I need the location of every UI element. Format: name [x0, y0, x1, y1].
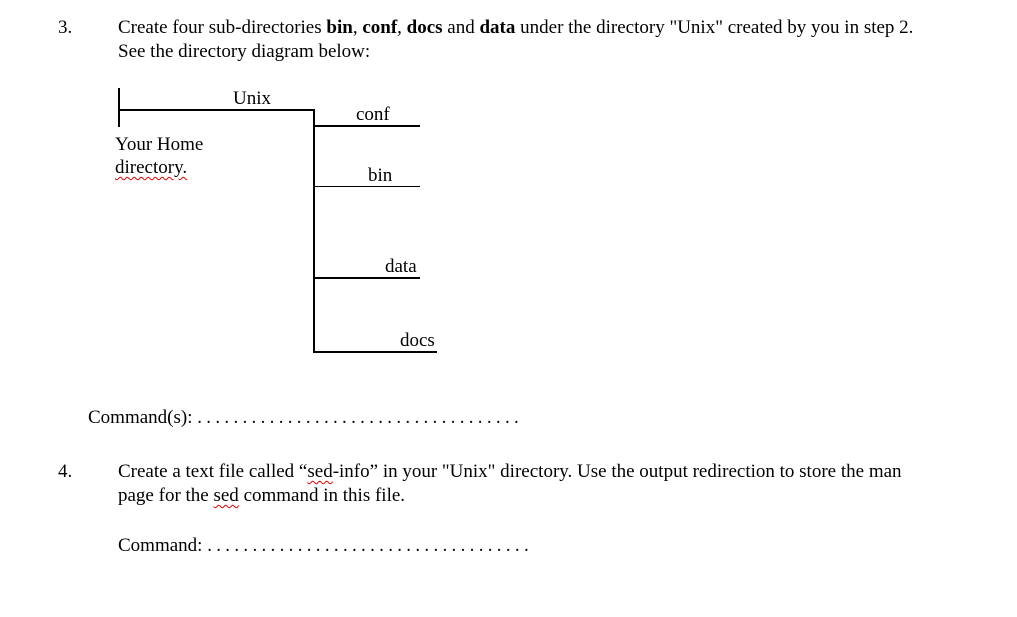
- bold-conf: conf: [362, 17, 398, 38]
- item-4-line-1: Create a text file called “sed-info” in …: [118, 460, 902, 484]
- branch-line-bin: [313, 185, 420, 187]
- home-directory-label: Your Home directory.: [115, 133, 203, 179]
- item-3-number: 3.: [58, 17, 73, 38]
- item-3-line-1: Create four sub-directories bin, conf, d…: [118, 16, 913, 40]
- bold-docs: docs: [406, 17, 443, 38]
- command-blank: Command: ...............................…: [118, 534, 533, 558]
- misspelled-sed-info: sed: [307, 461, 333, 482]
- dotted-blank-line: ....................................: [197, 407, 524, 428]
- item-4-text-2-end: command in this file.: [238, 485, 406, 506]
- command-s-blank: Command(s): ............................…: [88, 406, 523, 430]
- bold-data: data: [479, 17, 516, 38]
- separator: ,: [397, 17, 407, 38]
- separator: ,: [352, 17, 363, 38]
- item-4-text-2: page for the: [118, 485, 214, 506]
- dotted-blank-line: ....................................: [207, 535, 534, 556]
- item-4-text: Create a text file called “: [118, 461, 308, 482]
- branch-label-bin: bin: [368, 165, 393, 186]
- item-3-line-2: See the directory diagram below:: [118, 41, 371, 62]
- item-3-text: Create four sub-directories: [118, 17, 327, 38]
- misspelled-sed: sed: [213, 485, 239, 506]
- branch-line-conf: [313, 125, 420, 127]
- branch-line-docs: [313, 351, 437, 353]
- branch-line-data: [313, 277, 420, 279]
- item-4-text-end: -info” in your "Unix" directory. Use the…: [332, 461, 902, 482]
- home-label-line-1: Your Home: [115, 134, 204, 155]
- command-s-label: Command(s):: [88, 407, 198, 428]
- root-connector-line: [118, 109, 314, 111]
- root-label: Unix: [233, 88, 271, 109]
- home-label-line-2-misspelled: directory.: [115, 157, 188, 178]
- bold-bin: bin: [326, 17, 353, 38]
- separator: and: [442, 17, 480, 38]
- command-label: Command:: [118, 535, 208, 556]
- home-tick-line: [118, 88, 120, 127]
- branch-label-conf: conf: [356, 104, 390, 125]
- branch-label-docs: docs: [400, 330, 435, 351]
- item-4-line-2: page for the sed command in this file.: [118, 484, 405, 508]
- branch-label-data: data: [385, 256, 417, 277]
- trunk-line: [313, 109, 315, 353]
- item-4-number: 4.: [58, 461, 73, 482]
- item-3-text-end: under the directory "Unix" created by yo…: [515, 17, 914, 38]
